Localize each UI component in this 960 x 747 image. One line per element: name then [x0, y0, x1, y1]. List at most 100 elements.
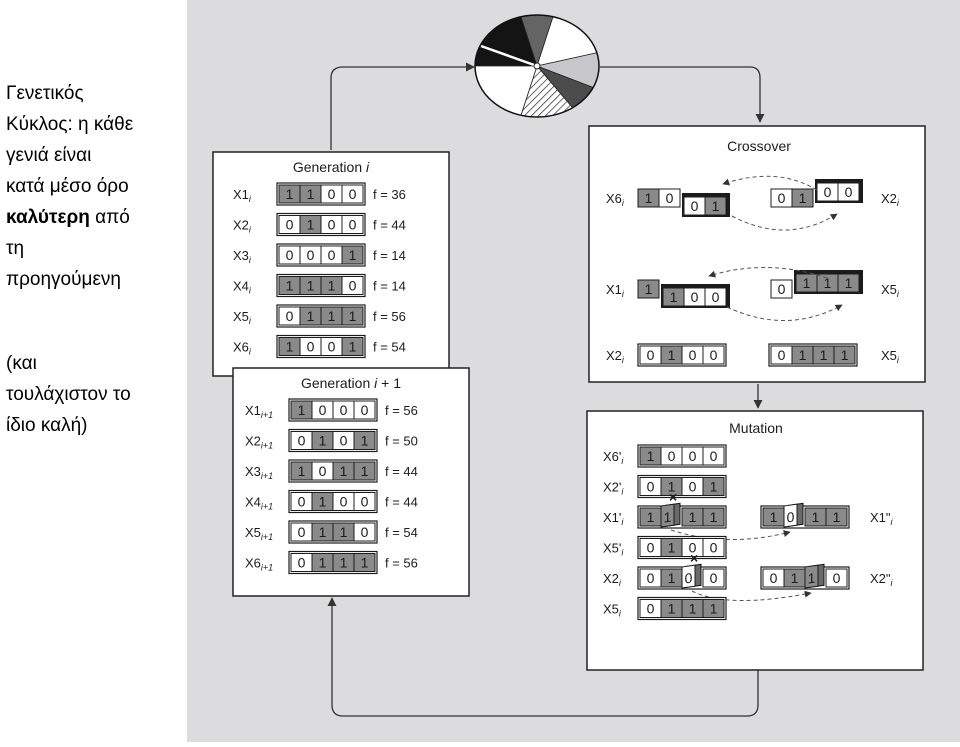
flipped-gene: 1: [804, 563, 825, 589]
gene-cell: 0: [278, 215, 301, 234]
gene-bit: 0: [361, 524, 369, 540]
gene-box: [783, 503, 798, 528]
label-name: X2: [606, 348, 622, 363]
gene-bit: 0: [647, 540, 655, 556]
gene-box: [681, 564, 696, 589]
gene-cell: 0: [290, 522, 313, 542]
gene-cell: 0: [681, 345, 704, 365]
caption-text: Γενετικός: [6, 83, 84, 104]
caption-line: προηγούμενη: [6, 264, 186, 295]
gene-cell: 0: [353, 492, 376, 511]
gene-bit: 1: [349, 308, 357, 324]
gene-box: [702, 446, 725, 466]
label-name: X6: [245, 556, 261, 571]
gene-cell: 1: [353, 553, 376, 572]
gene-cell: 0: [320, 245, 343, 265]
gene-bit: 0: [328, 247, 336, 263]
gene-bit: 0: [286, 308, 294, 324]
caption-line: κατά μέσο όρο: [6, 171, 186, 202]
wheel-slice-hatch: [520, 66, 573, 117]
gene-cell: 1: [660, 599, 683, 618]
gene-cell: 0: [341, 276, 364, 295]
chromosome-label: X2i: [606, 348, 625, 365]
gene-cell: 1: [320, 306, 343, 326]
chromosome-label: X3i+1: [245, 464, 273, 481]
gene-cell: 0: [658, 188, 681, 208]
gene-cell: 0: [702, 568, 725, 588]
gene-bit: 0: [349, 186, 357, 202]
label-name: X1: [233, 187, 249, 202]
gene-cell: 1: [299, 276, 322, 295]
gene-box: [702, 477, 725, 496]
caption-line: γενιά είναι: [6, 140, 186, 171]
gene-cell: 1: [332, 522, 355, 542]
gene-cell: 1: [299, 215, 322, 234]
gene-box: [702, 568, 725, 588]
gene-box: [702, 507, 725, 527]
gene-bit: 0: [286, 217, 294, 233]
fitness-value: f = 14: [373, 279, 406, 294]
caption-line: Γενετικός: [6, 78, 186, 109]
gene-bit: 1: [319, 524, 327, 540]
gene-cell: 0: [683, 196, 706, 216]
gene-bit: 1: [668, 479, 676, 495]
gene-bit: 1: [307, 186, 315, 202]
fitness-value: f = 56: [373, 309, 406, 324]
gene-cell: 0: [299, 337, 322, 356]
gene-bit: 1: [710, 601, 718, 617]
gene-bit: 1: [349, 247, 357, 263]
panel-frame: [588, 125, 926, 383]
label-subscript: i: [249, 347, 252, 357]
gene-bit: 0: [298, 524, 306, 540]
chromosome-label: X2i: [881, 191, 900, 208]
gene-cell: 0: [770, 188, 793, 208]
gene-box: [833, 345, 856, 365]
gene-cell: 0: [639, 599, 662, 618]
gene-bit: 1: [833, 509, 841, 525]
label-name: X3: [233, 248, 249, 263]
gene-bit: 1: [319, 433, 327, 449]
label-name: X2: [881, 191, 897, 206]
gene-cell: 1: [812, 345, 835, 365]
gene-bit: 1: [328, 308, 336, 324]
gene-bit: 1: [307, 217, 315, 233]
gene-box: [341, 337, 364, 356]
caption-text: προηγούμενη: [6, 269, 121, 290]
gene-cell: 1: [637, 188, 660, 208]
fitness-value: f = 44: [385, 464, 418, 479]
gene-cell: 1: [278, 337, 301, 356]
gene-cell: 0: [639, 568, 662, 588]
gene-bit: 1: [298, 463, 306, 479]
gene-bit: 0: [286, 247, 294, 263]
fitness-value: f = 44: [385, 495, 418, 510]
gene-bit: 0: [647, 601, 655, 617]
label-name: X3: [245, 464, 261, 479]
gene-bit: 0: [691, 289, 699, 305]
gene-bit: 1: [307, 278, 315, 294]
gene-bit: 1: [307, 308, 315, 324]
gene-bit: 1: [689, 509, 697, 525]
fitness-value: f = 56: [385, 556, 418, 571]
label-subscript: i: [619, 609, 622, 619]
gene-cell: 1: [825, 507, 848, 527]
gene-box: [341, 184, 364, 204]
caption-text: κατά μέσο όρο: [6, 176, 129, 197]
gene-bit: 1: [647, 509, 655, 525]
gene-bit: 0: [340, 433, 348, 449]
gene-bit: 0: [710, 347, 718, 363]
gene-cell: 0: [311, 461, 334, 481]
gene-bit: 1: [319, 494, 327, 510]
label-name: X4: [233, 279, 249, 294]
gene-cell: 0: [702, 538, 725, 557]
